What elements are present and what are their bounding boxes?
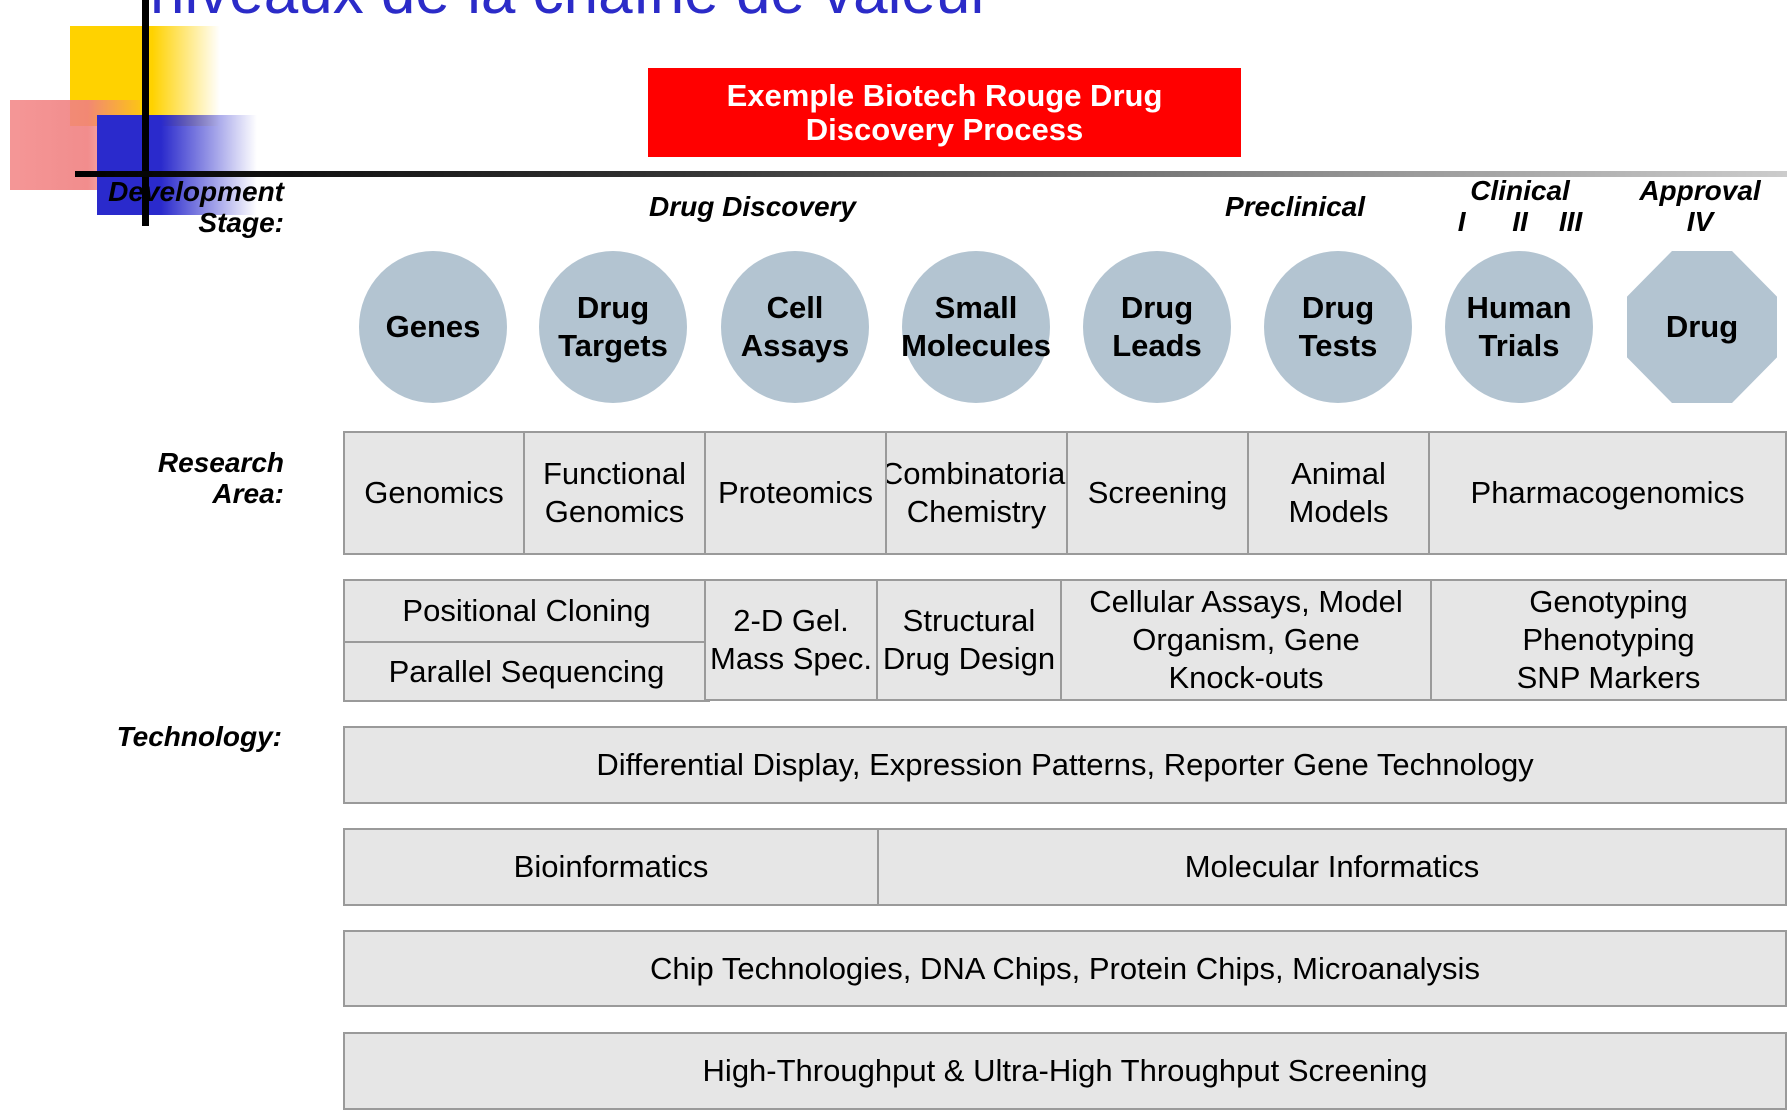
banner-line-2: Discovery Process: [805, 111, 1084, 147]
research-area-pharmacogenomics: Pharmacogenomics: [1428, 431, 1787, 555]
tech-positional-cloning: Positional Cloning: [343, 579, 710, 643]
decor-vertical-line: [142, 0, 149, 226]
stage-preclinical: Preclinical: [1224, 191, 1366, 222]
process-banner: Exemple Biotech Rouge Drug Discovery Pro…: [648, 68, 1241, 157]
node-drug-targets: Drug Targets: [539, 251, 687, 403]
tech-parallel-sequencing: Parallel Sequencing: [343, 641, 710, 702]
tech-bioinformatics: Bioinformatics: [343, 828, 879, 906]
node-human-trials: Human Trials: [1445, 251, 1593, 403]
research-area-screening: Screening: [1066, 431, 1249, 555]
stage-drug-discovery: Drug Discovery: [649, 191, 856, 222]
banner-line-1: Exemple Biotech Rouge Drug: [726, 77, 1163, 113]
node-small-molecules: Small Molecules: [901, 251, 1051, 403]
tech-high-throughput: High-Throughput & Ultra-High Throughput …: [343, 1032, 1787, 1110]
research-area-animal-models: Animal Models: [1247, 431, 1430, 555]
tech-molecular-informatics: Molecular Informatics: [877, 828, 1787, 906]
research-area-proteomics: Proteomics: [704, 431, 887, 555]
node-drug-final: Drug: [1627, 251, 1777, 403]
tech-differential-display: Differential Display, Expression Pattern…: [343, 726, 1787, 804]
stage-approval: Approval: [1639, 175, 1761, 206]
development-stage-label: Development Stage:: [108, 176, 284, 238]
tech-cellular-assays: Cellular Assays, Model Organism, Gene Kn…: [1060, 579, 1432, 701]
tech-genotyping: Genotyping Phenotyping SNP Markers: [1430, 579, 1787, 701]
research-area-combinatorial-chemistry: Combinatorial Chemistry: [885, 431, 1068, 555]
research-area-genomics: Genomics: [343, 431, 525, 555]
node-drug-leads: Drug Leads: [1083, 251, 1231, 403]
slide-title: niveaux de la chaîne de valeur: [150, 0, 991, 24]
tech-chip-technologies: Chip Technologies, DNA Chips, Protein Ch…: [343, 930, 1787, 1007]
decor-horizontal-line: [75, 171, 1787, 177]
research-area-functional-genomics: Functional Genomics: [523, 431, 706, 555]
decor-blue-square: [97, 115, 257, 215]
node-drug-tests: Drug Tests: [1264, 251, 1412, 403]
tech-structural-drug-design: Structural Drug Design: [876, 579, 1062, 701]
technology-label: Technology:: [116, 721, 282, 752]
tech-2d-gel-mass-spec: 2-D Gel. Mass Spec.: [704, 579, 878, 701]
stage-approval-phase: IV: [1686, 206, 1714, 237]
research-area-label: Research Area:: [157, 447, 284, 509]
node-genes: Genes: [359, 251, 507, 403]
stage-clinical: Clinical: [1470, 175, 1570, 206]
node-cell-assays: Cell Assays: [721, 251, 869, 403]
stage-clinical-phases: I II III: [1457, 206, 1583, 237]
